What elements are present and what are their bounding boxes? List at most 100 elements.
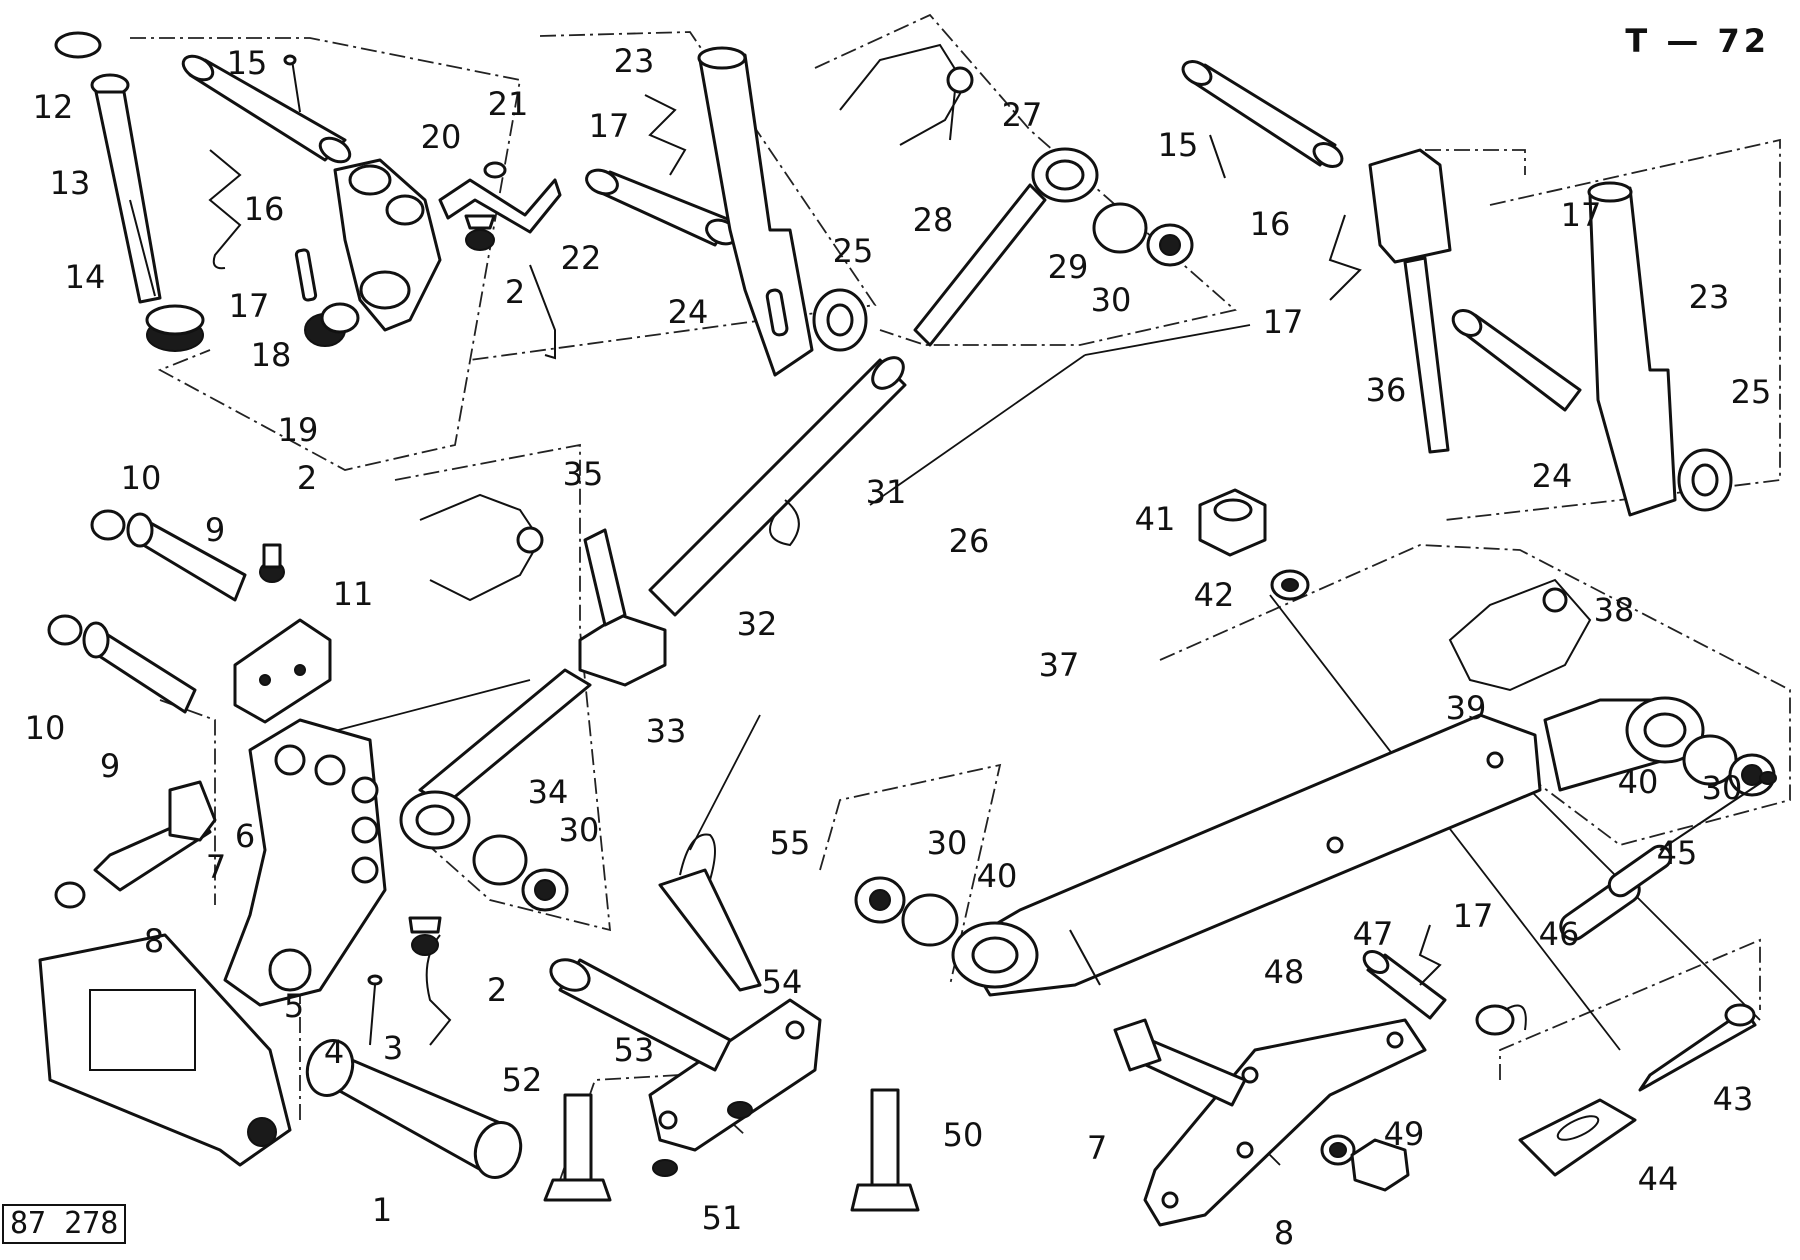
callout-15: 15 (226, 44, 268, 82)
part-17-clip-bottom (1418, 924, 1442, 986)
part-10-ring-bottom (47, 614, 83, 646)
part-5-mounting-plate (38, 933, 292, 1167)
part-24-pin-left (585, 168, 739, 247)
callout-8: 8 (143, 922, 165, 960)
callout-30: 30 (558, 811, 600, 849)
callout-35: 35 (562, 455, 604, 493)
callout-2: 2 (486, 971, 508, 1009)
part-25-washer-right (1677, 448, 1733, 512)
sheet-code: T — 72 (1625, 22, 1770, 60)
part-22-bent-rod (529, 264, 556, 360)
part-30-ring-a (1146, 223, 1194, 267)
part-53-bracket (648, 998, 822, 1152)
part-17-spring-clip (208, 149, 242, 270)
part-39-ball-end (1543, 696, 1705, 792)
part-10-ring-top (90, 509, 126, 541)
part-42-washer (1270, 569, 1310, 601)
callout-40: 40 (1617, 763, 1659, 801)
part-14-castle-nut (145, 304, 205, 352)
callout-29: 29 (1047, 248, 1089, 286)
callout-13: 13 (49, 164, 91, 202)
callout-48: 48 (1263, 953, 1305, 991)
callout-37: 37 (1038, 646, 1080, 684)
callout-11: 11 (332, 575, 374, 613)
part-46-shackle (1475, 1004, 1527, 1036)
part-21-lever (438, 161, 562, 234)
callout-40: 40 (976, 857, 1018, 895)
callout-10: 10 (24, 709, 66, 747)
part-8-ring-left (54, 881, 86, 909)
callout-45: 45 (1656, 834, 1698, 872)
callout-34: 34 (527, 773, 569, 811)
part-55-linch-pin (658, 833, 762, 992)
part-36-clevis-rod (1368, 148, 1452, 454)
callout-22: 22 (560, 239, 602, 277)
callout-9: 9 (99, 747, 121, 785)
callout-33: 33 (645, 712, 687, 750)
callout-14: 14 (64, 258, 106, 296)
callout-30: 30 (1090, 281, 1132, 319)
part-49-nut (1350, 1138, 1410, 1192)
callout-49: 49 (1383, 1115, 1425, 1153)
part-24-pin-right (1451, 309, 1582, 412)
part-16-pin (181, 54, 352, 164)
part-17-clip-b (644, 94, 687, 176)
part-18-pin (294, 248, 318, 302)
leader-lines (299, 324, 1761, 1166)
part-17-clip-right (1328, 214, 1362, 301)
part-12-cap (54, 31, 102, 59)
callout-55: 55 (769, 824, 811, 862)
callout-2: 2 (296, 459, 318, 497)
part-30-ring-b (521, 868, 569, 912)
part-15-cotter-right (1209, 134, 1226, 179)
callout-25: 25 (832, 232, 874, 270)
part-9-bushing-top (126, 512, 247, 602)
callout-23: 23 (613, 42, 655, 80)
callout-17: 17 (1452, 897, 1494, 935)
callout-51: 51 (701, 1199, 743, 1237)
part-9-bushing-bottom (82, 621, 197, 714)
part-40-ball-left (901, 893, 959, 947)
part-37-lower-link (951, 713, 1542, 997)
group-outlines (130, 13, 1791, 1181)
callout-47: 47 (1352, 915, 1394, 953)
callout-24: 24 (1531, 457, 1573, 495)
part-29-ball (1092, 202, 1148, 254)
part-34-ball (472, 834, 528, 886)
part-6-bracket (223, 718, 387, 1007)
callout-17: 17 (228, 287, 270, 325)
part-30-ring-d (1728, 753, 1776, 797)
callout-18: 18 (250, 336, 292, 374)
callout-30: 30 (1701, 769, 1743, 807)
callout-16: 16 (243, 190, 285, 228)
callout-52: 52 (501, 1061, 543, 1099)
part-7-bolt-left (93, 780, 217, 892)
callout-24: 24 (667, 293, 709, 331)
callout-41: 41 (1134, 500, 1176, 538)
callout-20: 20 (420, 118, 462, 156)
callout-17: 17 (1262, 303, 1304, 341)
callout-50: 50 (942, 1116, 984, 1154)
part-11-block (233, 618, 332, 724)
callout-6: 6 (234, 817, 256, 855)
part-45-turnbuckle (1559, 771, 1777, 941)
callout-32: 32 (736, 605, 778, 643)
callout-7: 7 (1086, 1129, 1108, 1167)
part-30-ring-c (854, 876, 906, 924)
part-7-bolt-right (1113, 1018, 1247, 1107)
part-34-threaded-eye (399, 668, 592, 850)
part-2-grease-nipple-top (464, 214, 496, 251)
part-4-split-pin (367, 974, 383, 1046)
callout-46: 46 (1538, 915, 1580, 953)
callout-15: 15 (1157, 126, 1199, 164)
part-47-pin (1362, 950, 1447, 1020)
callout-12: 12 (32, 88, 74, 126)
callout-5: 5 (283, 987, 305, 1025)
part-2-grease-nipple-mid (259, 543, 285, 583)
callout-38: 38 (1593, 591, 1635, 629)
part-2-grease-nipple-low (408, 916, 442, 956)
callout-53: 53 (613, 1031, 655, 1069)
part-19-plug (304, 302, 360, 347)
part-44-tensioner (1518, 1098, 1637, 1177)
